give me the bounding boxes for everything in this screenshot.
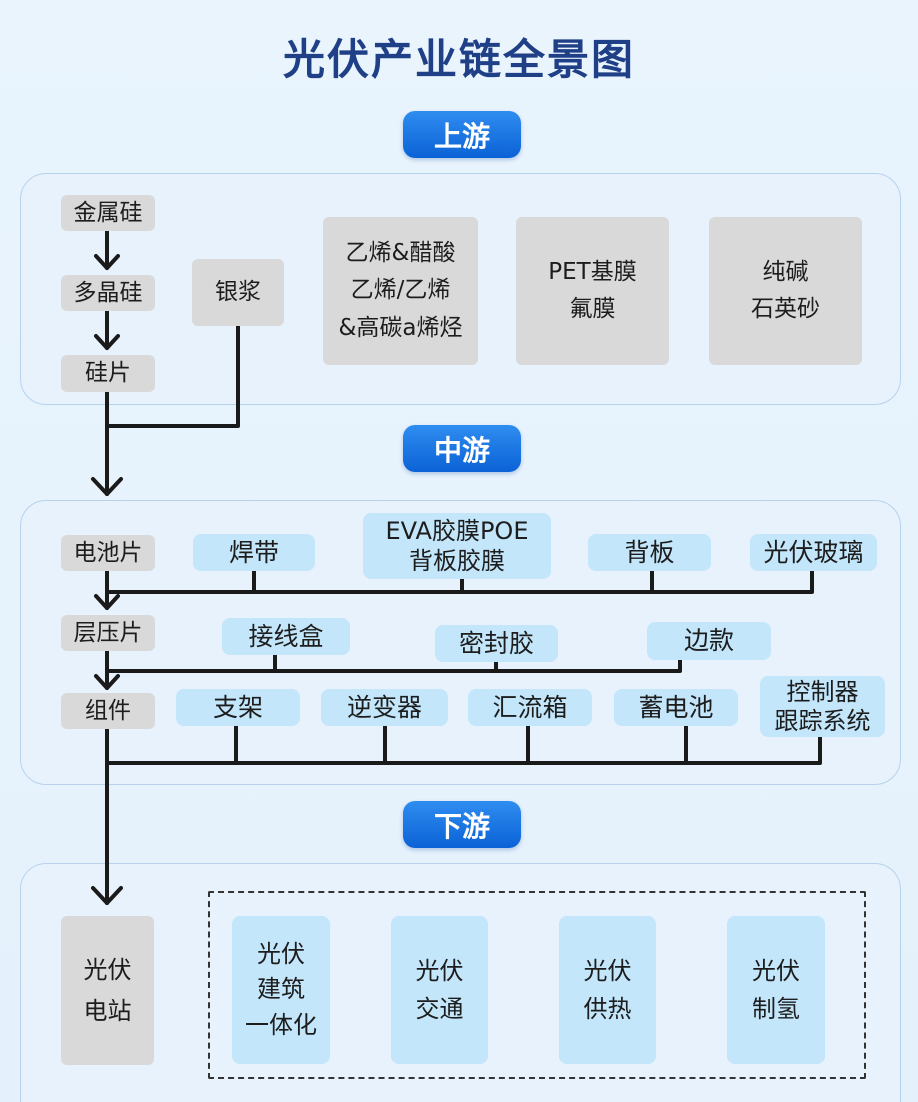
- tag-downstream: 下游: [403, 801, 521, 848]
- node-pv-heating: 光伏 供热: [559, 916, 656, 1064]
- node-soda-quartz: 纯碱 石英砂: [709, 217, 862, 365]
- node-pv-glass: 光伏玻璃: [750, 534, 877, 571]
- node-eva-film: EVA胶膜POE 背板胶膜: [363, 513, 551, 579]
- tag-upstream: 上游: [403, 111, 521, 158]
- node-wafer: 硅片: [61, 355, 155, 392]
- page-title: 光伏产业链全景图: [282, 35, 635, 84]
- node-pv-station: 光伏 电站: [61, 916, 154, 1065]
- node-frame: 边款: [647, 622, 771, 660]
- node-sealant: 密封胶: [435, 625, 558, 662]
- node-bipv: 光伏 建筑 一体化: [232, 916, 330, 1064]
- node-pv-hydrogen: 光伏 制氢: [727, 916, 825, 1064]
- node-inverter: 逆变器: [321, 689, 448, 726]
- node-junction-box: 接线盒: [222, 618, 350, 655]
- node-pv-transport: 光伏 交通: [391, 916, 488, 1064]
- node-module: 组件: [61, 693, 155, 729]
- node-combiner-box: 汇流箱: [468, 689, 592, 726]
- tag-midstream: 中游: [403, 425, 521, 472]
- node-ribbon: 焊带: [193, 534, 315, 571]
- node-pet-film: PET基膜 氟膜: [516, 217, 669, 365]
- node-metal-silicon: 金属硅: [61, 195, 155, 231]
- node-controller-tracker: 控制器 跟踪系统: [760, 676, 885, 737]
- node-cell: 电池片: [61, 535, 155, 571]
- node-polysilicon: 多晶硅: [61, 275, 155, 311]
- node-laminate: 层压片: [61, 615, 155, 651]
- node-battery: 蓄电池: [614, 689, 738, 726]
- node-ethylene-materials: 乙烯&醋酸 乙烯/乙烯 &高碳a烯烃: [323, 217, 478, 365]
- node-silver-paste: 银浆: [192, 259, 284, 326]
- applications-group: [208, 891, 866, 1079]
- node-backsheet: 背板: [588, 534, 711, 571]
- node-bracket: 支架: [176, 689, 300, 726]
